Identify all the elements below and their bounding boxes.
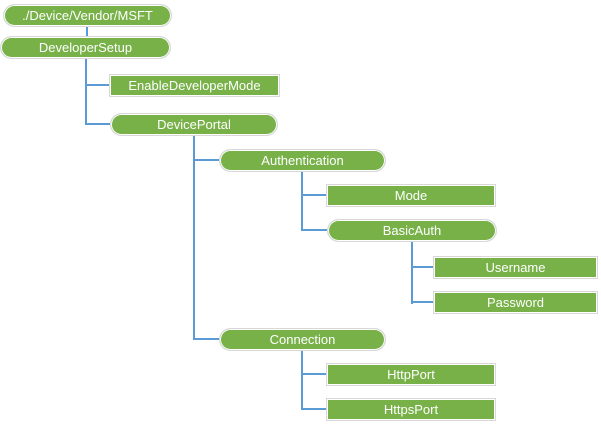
connector-connection-to-https-port xyxy=(302,408,326,410)
tree-node-https-port: HttpsPort xyxy=(326,398,496,421)
connector-developer-setup-to-children xyxy=(85,59,87,125)
connector-device-portal-to-connection xyxy=(194,338,219,340)
connector-device-portal-to-children xyxy=(193,136,195,340)
tree-node-mode: Mode xyxy=(326,184,496,207)
tree-node-connection: Connection xyxy=(219,328,386,351)
connector-connection-to-http-port xyxy=(302,373,326,375)
tree-node-username: Username xyxy=(433,256,598,279)
tree-node-password: Password xyxy=(433,291,598,314)
connector-authentication-to-mode xyxy=(302,194,326,196)
connector-basic-auth-to-username xyxy=(412,266,433,268)
tree-node-basic-auth: BasicAuth xyxy=(327,219,497,242)
connector-authentication-to-children xyxy=(301,172,303,231)
connector-root-to-developer-setup xyxy=(86,27,88,36)
tree-node-device-portal: DevicePortal xyxy=(110,113,278,136)
connector-authentication-to-basic-auth xyxy=(302,229,327,231)
tree-node-authentication: Authentication xyxy=(219,149,386,172)
tree-node-enable-developer-mode: EnableDeveloperMode xyxy=(109,74,280,97)
connector-basic-auth-to-password xyxy=(412,301,433,303)
connector-developer-setup-to-enable-developer-mode xyxy=(86,84,109,86)
connector-developer-setup-to-device-portal xyxy=(86,123,110,125)
connector-device-portal-to-authentication xyxy=(194,159,219,161)
tree-node-root: ./Device/Vendor/MSFT xyxy=(3,4,172,27)
tree-node-developer-setup: DeveloperSetup xyxy=(0,36,171,59)
connector-connection-to-children xyxy=(301,351,303,410)
connector-basic-auth-to-children xyxy=(411,242,413,304)
tree-node-http-port: HttpPort xyxy=(326,363,496,386)
